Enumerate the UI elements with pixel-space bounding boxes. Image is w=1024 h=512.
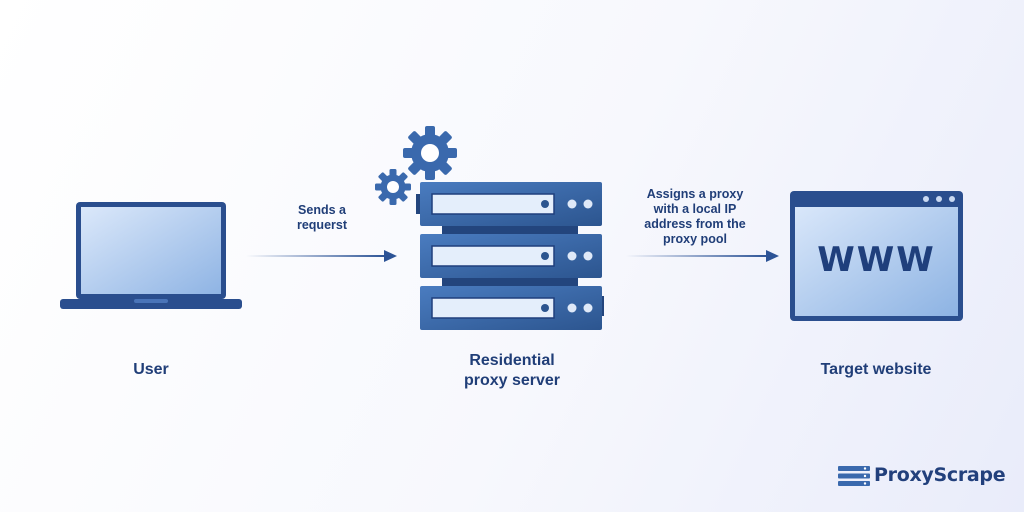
- arrow-server-to-target: [626, 250, 779, 262]
- browser-window-icon: [790, 191, 963, 321]
- node-label-target: Target website: [820, 361, 932, 378]
- node-label-user: User: [133, 361, 169, 378]
- www-screen-text: WWW: [817, 240, 936, 280]
- brand-name: ProxyScrape: [874, 464, 1006, 486]
- node-label-server: Residential proxy server: [463, 352, 561, 389]
- server-rack-icon: [416, 182, 604, 330]
- edge-label-assigns-proxy: Assigns a proxy with a local IP address …: [644, 187, 746, 246]
- laptop-icon: [60, 202, 242, 309]
- edge-label-sends-request: Sends a requerst: [296, 203, 348, 232]
- proxyscrape-logo-icon: [838, 466, 870, 486]
- gear-icon: [375, 169, 411, 205]
- gear-icon: [403, 126, 457, 180]
- arrow-user-to-server: [246, 250, 397, 262]
